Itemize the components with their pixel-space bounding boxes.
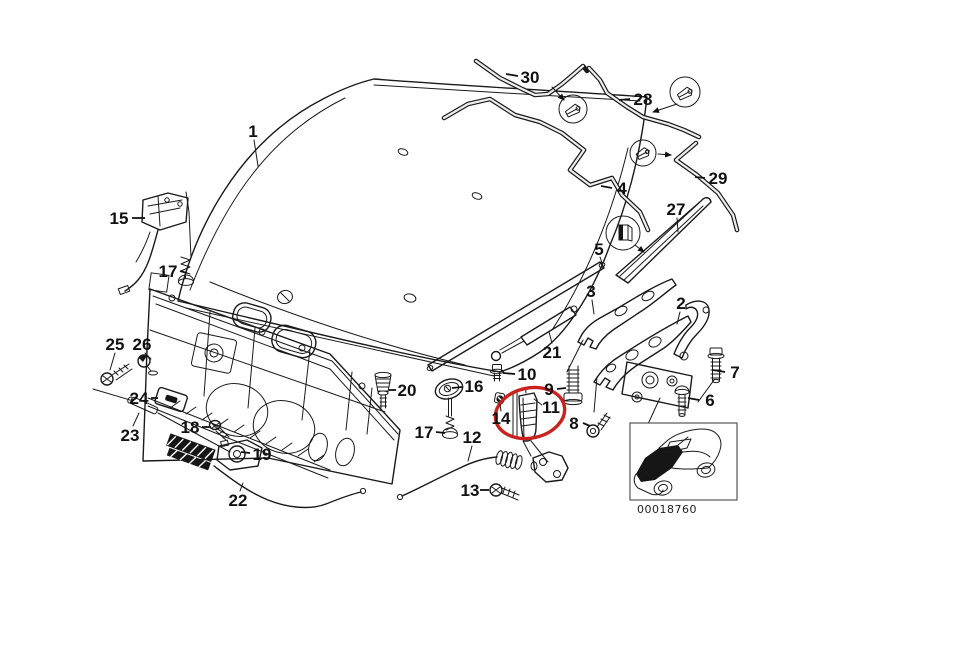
- part-label-1: 1: [248, 122, 257, 141]
- clip-detail-1: [551, 86, 588, 124]
- bracket-24: [154, 386, 188, 413]
- clip-detail-2: [652, 76, 701, 113]
- bolt-7: [707, 347, 725, 384]
- part-label-17-right: 17: [415, 423, 434, 442]
- catalog-thumbnail: 00018760: [629, 422, 738, 516]
- part-label-30: 30: [521, 68, 540, 87]
- gas-strut-21: [490, 305, 578, 362]
- leader-lines: [109, 73, 726, 492]
- screw-18: [208, 419, 230, 441]
- part-label-25: 25: [106, 335, 125, 354]
- part-label-18: 18: [181, 418, 200, 437]
- release-cable-12: [396, 440, 569, 501]
- kidney-grille-right: [271, 324, 317, 359]
- seal-strip-4: [441, 96, 651, 233]
- hood-latch-15: [117, 191, 192, 296]
- cable-22: [166, 433, 367, 509]
- frame-hatching: [169, 400, 325, 463]
- part-label-3: 3: [586, 282, 595, 301]
- part-label-26: 26: [133, 335, 152, 354]
- part-label-13: 13: [461, 481, 480, 500]
- cable-23: [92, 388, 231, 453]
- part-label-24: 24: [130, 389, 149, 408]
- part-labels: 1 2 3 4 5 6 7 8 9 10 11 12 13 14 15 16 1…: [106, 68, 740, 510]
- kidney-grille-left: [232, 302, 272, 333]
- part-label-29: 29: [709, 169, 728, 188]
- part-label-4: 4: [617, 179, 627, 198]
- part-label-16: 16: [465, 377, 484, 396]
- bolt-10: [490, 364, 504, 382]
- catalog-code: 00018760: [637, 503, 697, 516]
- bolt-13: [489, 483, 520, 501]
- seal-strip-29: [673, 140, 740, 233]
- hinge-lever-3: [577, 278, 677, 350]
- hood-hinge-2: [566, 300, 715, 425]
- screw-17-right: [442, 397, 458, 439]
- part-label-10: 10: [518, 365, 537, 384]
- seal-strip-28: [586, 65, 702, 140]
- buffer-20: [374, 371, 392, 409]
- part-label-15: 15: [110, 209, 129, 228]
- support-rod-5: [426, 261, 606, 372]
- part-label-9: 9: [544, 380, 553, 399]
- part-label-17-left: 17: [159, 262, 178, 281]
- bolt-25: [100, 363, 133, 386]
- part-label-12: 12: [463, 428, 482, 447]
- part-label-21: 21: [543, 343, 562, 362]
- bolt-6: [674, 385, 690, 417]
- screw-17-left: [178, 256, 194, 286]
- clip-detail-4: [605, 215, 645, 253]
- bolt-9: [563, 365, 583, 406]
- part-label-6: 6: [705, 391, 714, 410]
- molding-strip-27: [615, 197, 712, 284]
- bolt-8: [586, 412, 611, 438]
- car-silhouette: [633, 428, 722, 496]
- clip-detail-3: [629, 139, 672, 167]
- seal-strip-30: [473, 58, 590, 98]
- clip-26: [137, 354, 158, 376]
- part-label-8: 8: [569, 414, 578, 433]
- part-label-7: 7: [730, 363, 739, 382]
- part-label-14: 14: [492, 409, 511, 428]
- part-label-27: 27: [667, 200, 686, 219]
- part-label-22: 22: [229, 491, 248, 510]
- part-label-2: 2: [676, 294, 685, 313]
- highlight-ellipse: [493, 385, 567, 441]
- roundel-emblem: [277, 289, 293, 305]
- latch-19: [216, 439, 263, 471]
- prop-bracket-11: [512, 386, 549, 463]
- part-label-28: 28: [634, 90, 653, 109]
- radiator-support-frame: [142, 272, 401, 485]
- part-label-20: 20: [398, 381, 417, 400]
- part-label-23: 23: [121, 426, 140, 445]
- clip-detail-circles: [551, 76, 701, 253]
- part-label-19: 19: [253, 445, 272, 464]
- part-label-5: 5: [594, 240, 603, 259]
- part-label-11: 11: [542, 398, 560, 417]
